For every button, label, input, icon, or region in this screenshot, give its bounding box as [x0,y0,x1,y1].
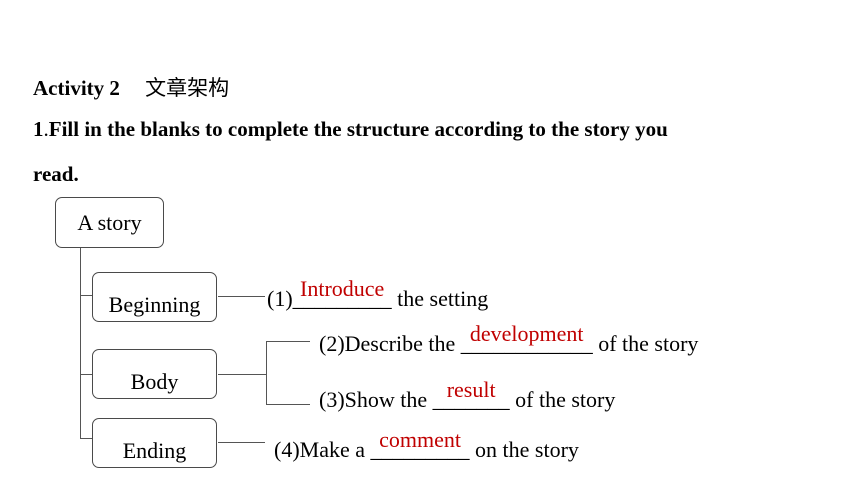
instruction-line-2: read. [33,162,79,186]
body-connector-line [218,374,266,375]
item-4-prefix: (4)Make a [274,437,371,462]
beginning-node-label: Beginning [108,292,201,317]
body-node-box: Body [92,349,217,399]
beginning-node-box: Beginning [92,272,217,322]
root-node-box: A story [55,197,164,248]
blank-1[interactable]: _________Introduce [292,276,392,311]
item-2-prefix: (2)Describe the [319,331,461,356]
activity-title-cn: 文章架构 [145,76,230,100]
tree-trunk-line [80,247,81,439]
branch-ending-line [80,438,92,439]
body-bracket-vertical [266,341,267,405]
answer-1: Introduce [300,276,385,301]
item-1-suffix: the setting [391,286,489,311]
answer-2: development [469,321,584,346]
structure-item-3: (3)Show the _______result of the story [319,377,616,413]
structure-item-1: (1)_________Introduce the setting [267,276,489,312]
blank-4[interactable]: _________comment [370,427,470,462]
ending-connector-line [218,442,265,443]
item-3-suffix: of the story [509,387,616,412]
answer-3: result [446,377,496,402]
instruction-text-1: Fill in the blanks to complete the struc… [48,117,668,141]
ending-node-box: Ending [92,418,217,468]
branch-body-line [80,374,92,375]
body-node-label: Body [130,369,179,394]
answer-4: comment [379,427,461,452]
activity-heading: Activity 2 文章架构 [33,72,229,102]
item-4-suffix: on the story [469,437,579,462]
root-node-label: A story [77,209,142,235]
body-bracket-top [266,341,310,342]
item-3-prefix: (3)Show the [319,387,433,412]
item-2-suffix: of the story [592,331,699,356]
blank-3[interactable]: _______result [432,377,510,412]
instruction-line-1: 1.Fill in the blanks to complete the str… [33,117,668,141]
branch-beginning-line [80,295,92,296]
structure-item-2: (2)Describe the ____________development … [319,321,699,357]
body-bracket-bottom [266,404,310,405]
structure-item-4: (4)Make a _________comment on the story [274,427,579,463]
item-1-prefix: (1) [267,286,293,311]
activity-label: Activity 2 [33,76,120,100]
beginning-connector-line [218,296,265,297]
instruction-number: 1 [33,117,44,141]
ending-node-label: Ending [122,438,187,463]
blank-2[interactable]: ____________development [460,321,593,356]
